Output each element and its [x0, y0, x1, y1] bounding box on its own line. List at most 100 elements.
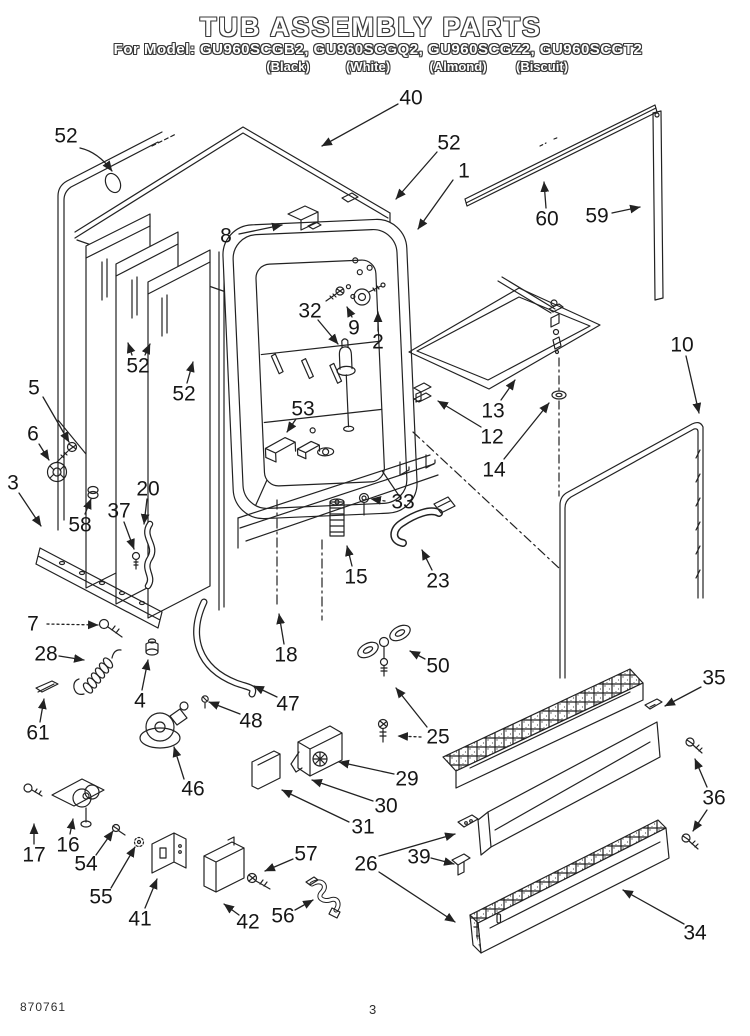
screw-9: [325, 286, 345, 302]
callout-47: 47: [276, 692, 300, 716]
insulation-strip-upper: [442, 668, 644, 789]
callout-33: 33: [391, 490, 415, 514]
bolt-7: [98, 618, 123, 638]
callout-52: 52: [172, 382, 196, 406]
callout-6: 6: [27, 422, 39, 446]
nut-33: [358, 492, 370, 516]
callout-2: 2: [372, 330, 384, 354]
color-label-white: (White): [345, 59, 391, 74]
screw-54: [111, 823, 126, 836]
alignment-lines: [276, 431, 560, 621]
plate-61: [35, 680, 59, 693]
clip-12: [413, 382, 432, 403]
insulation-strip-lower: [469, 819, 670, 954]
callout-36: 36: [702, 786, 726, 810]
hose-20: [144, 520, 156, 590]
callout-32: 32: [298, 299, 322, 323]
callout-28: 28: [34, 642, 58, 666]
callout-14: 14: [482, 458, 506, 482]
color-label-black: (Black): [266, 59, 310, 74]
callout-56: 56: [271, 904, 295, 928]
screw-48: [201, 695, 209, 709]
callout-29: 29: [395, 767, 419, 791]
callout-55: 55: [89, 885, 113, 909]
callout-58: 58: [68, 513, 92, 537]
grommet-6: [46, 461, 68, 483]
callout-4: 4: [134, 689, 146, 713]
mounting-clip: [287, 205, 322, 231]
callout-17: 17: [22, 843, 46, 867]
screw-5: [56, 441, 78, 463]
panel-screws: [681, 737, 703, 850]
callout-18: 18: [274, 643, 298, 667]
rack-track-frame: [408, 287, 601, 390]
pump-46: [139, 701, 189, 749]
junction-box-41: [151, 832, 187, 874]
clip-39: [451, 853, 471, 876]
callout-13: 13: [481, 399, 505, 423]
callout-5: 5: [28, 376, 40, 400]
callout-3: 3: [7, 471, 19, 495]
callout-34: 34: [683, 921, 707, 945]
callout-52: 52: [54, 124, 78, 148]
callout-20: 20: [136, 477, 160, 501]
spacer-15: [329, 498, 345, 537]
callout-48: 48: [239, 709, 263, 733]
callout-53: 53: [291, 397, 315, 421]
door-panel-stack: [85, 213, 211, 619]
color-label-biscuit: (Biscuit): [516, 59, 568, 74]
callout-59: 59: [585, 204, 609, 228]
page-title: TUB ASSEMBLY PARTS: [199, 12, 543, 42]
color-label-almond: (Almond): [429, 59, 487, 74]
callout-26: 26: [354, 852, 378, 876]
callout-60: 60: [535, 207, 559, 231]
callout-39: 39: [407, 845, 431, 869]
callout-15: 15: [344, 565, 368, 589]
wire-harness-56: [305, 876, 341, 919]
callout-23: 23: [426, 569, 450, 593]
access-panel: [457, 698, 663, 856]
screw-25b: [377, 718, 389, 743]
top-trim-strip: [464, 104, 658, 207]
callout-46: 46: [181, 777, 205, 801]
callout-37: 37: [107, 499, 131, 523]
doc-number: 870761: [20, 1000, 67, 1014]
callout-35: 35: [702, 666, 726, 690]
callout-41: 41: [128, 907, 152, 931]
screw-57: [246, 872, 271, 890]
callout-50: 50: [426, 654, 450, 678]
callout-40: 40: [399, 86, 423, 110]
motor-mount-assembly: [23, 778, 105, 828]
callout-42: 42: [236, 910, 260, 934]
fill-line: [497, 276, 567, 497]
lever-arm-50: [357, 624, 411, 677]
callout-52: 52: [126, 354, 150, 378]
spring-28: [73, 649, 122, 695]
frame-tube: [559, 421, 704, 679]
callout-54: 54: [74, 852, 98, 876]
knob-2: [353, 282, 386, 306]
mounting-rail: [35, 547, 163, 629]
callout-10: 10: [670, 333, 694, 357]
model-line: For Model: GU960SCGB2, GU960SCGQ2, GU960…: [113, 41, 643, 58]
color-labels-row: (Black) (White) (Almond) (Biscuit): [0, 59, 750, 77]
callout-1: 1: [458, 159, 470, 183]
callout-61: 61: [26, 721, 50, 745]
drain-hose-47: [193, 598, 257, 698]
page-number: 3: [369, 1002, 377, 1017]
callout-16: 16: [56, 833, 80, 857]
callout-30: 30: [374, 794, 398, 818]
mount-4: [145, 638, 159, 656]
callout-52: 52: [437, 131, 461, 155]
callout-31: 31: [351, 815, 375, 839]
callout-57: 57: [294, 842, 318, 866]
callout-7: 7: [27, 612, 39, 636]
hose-23: [390, 496, 456, 547]
callout-25: 25: [426, 725, 450, 749]
side-trim-strip: [652, 110, 664, 301]
cover-box-42: [203, 836, 245, 893]
washer-55: [133, 836, 145, 848]
callout-12: 12: [480, 425, 504, 449]
